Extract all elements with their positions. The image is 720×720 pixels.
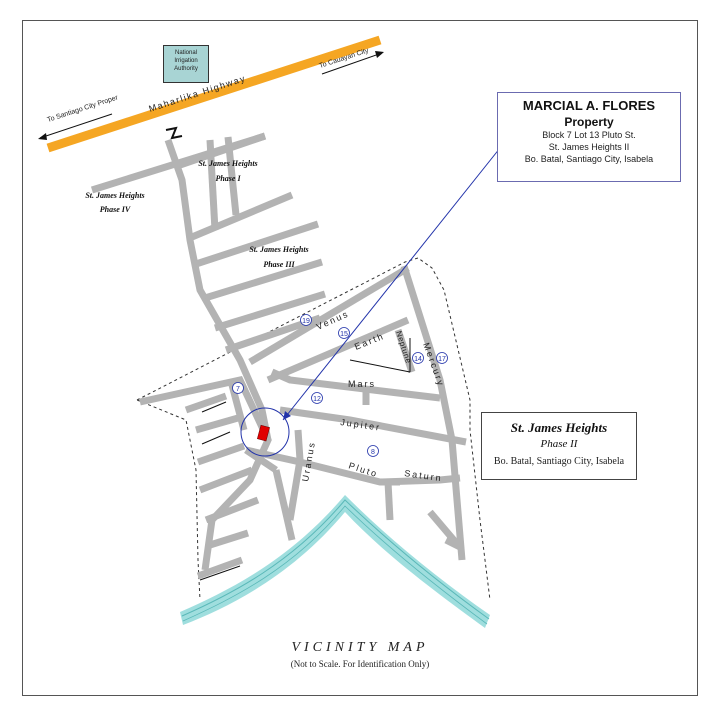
map-title: VICINITY MAP — [291, 640, 429, 655]
to-santiago-text: To Santiago City Proper — [46, 94, 119, 124]
phase-i-name: St. James Heights — [198, 159, 257, 168]
pointer-line — [282, 147, 501, 421]
direction-arrow-left — [39, 113, 113, 139]
street-jupiter: Jupiter — [340, 417, 382, 433]
street-uranus: Uranus — [300, 440, 317, 482]
phase-iii-name: St. James Heights — [249, 245, 308, 254]
subdivision-boundary — [136, 257, 491, 601]
road-break-marker — [165, 126, 183, 140]
property-marker — [257, 424, 270, 442]
map-subtitle: (Not to Scale. For Identification Only) — [290, 659, 430, 669]
property-address-2: St. James Heights II — [548, 142, 630, 152]
property-address-3: Bo. Batal, Santiago City, Isabela — [524, 154, 654, 164]
subdivision-name: St. James Heights — [510, 420, 608, 435]
to-santiago-label: To Santiago City Proper — [46, 94, 119, 124]
river — [180, 495, 490, 628]
arrow-left-head — [38, 133, 47, 140]
map-frame — [22, 20, 698, 696]
block-number: 7 — [236, 386, 240, 393]
property-address-1: Block 7 Lot 13 Pluto St. — [542, 130, 636, 140]
nia-label: National Irrigation Authority — [174, 50, 198, 72]
block-number: 15 — [340, 331, 348, 338]
block-number: 8 — [371, 449, 375, 456]
subdivision-info-box: St. James Heights Phase II Bo. Batal, Sa… — [481, 412, 637, 480]
property-info-box: MARCIAL A. FLORES Property Block 7 Lot 1… — [497, 92, 681, 182]
lot-lines — [199, 338, 411, 581]
block-number: 14 — [414, 356, 422, 363]
property-label: Property — [564, 115, 614, 129]
subdivision-phase: Phase II — [540, 438, 578, 450]
block-number: 19 — [302, 318, 310, 325]
street-mercury: Mercury — [421, 341, 446, 388]
maharlika-highway — [46, 35, 382, 153]
direction-arrow-right — [321, 52, 383, 75]
nia-landmark: National Irrigation Authority — [163, 45, 209, 83]
phase-iii-label: Phase III — [263, 260, 295, 269]
subdivision-address: Bo. Batal, Santiago City, Isabela — [493, 456, 625, 467]
phase-iv-name: St. James Heights — [85, 191, 144, 200]
property-circle — [240, 407, 290, 457]
owner-name: MARCIAL A. FLORES — [522, 98, 656, 113]
block-numbers — [232, 314, 448, 457]
phase-i-label: Phase I — [215, 174, 241, 183]
pointer-head — [283, 411, 291, 420]
block-number: 17 — [438, 356, 446, 363]
arrow-right-head — [375, 51, 384, 58]
block-number: 12 — [313, 396, 321, 403]
road-network — [90, 132, 467, 580]
phase-iv-label: Phase IV — [100, 205, 131, 214]
street-mars: Mars — [348, 379, 376, 389]
